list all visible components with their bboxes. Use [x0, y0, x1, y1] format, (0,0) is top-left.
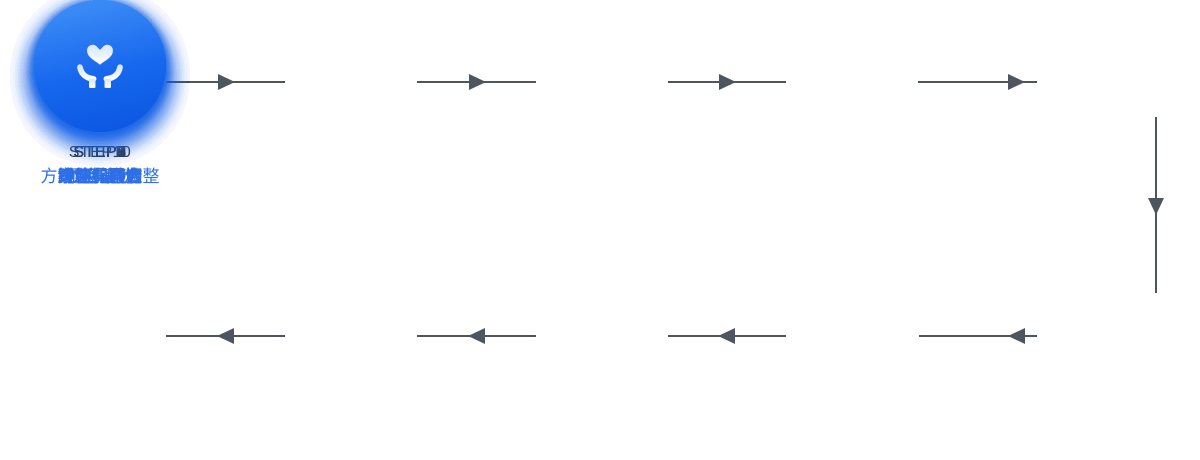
step-name-label: 竣工和验收	[57, 167, 143, 186]
arrow-left-step8-step9	[417, 328, 536, 344]
step-id-label: STEP7	[73, 144, 127, 161]
arrow-right-step3-step4	[668, 74, 786, 90]
step-id-label: STEP9	[73, 144, 127, 161]
step-id-label: STEP1	[73, 144, 127, 161]
arrow-down-step5-step6	[1148, 117, 1164, 293]
step-name-label: 实施和导入	[57, 167, 143, 186]
step-id-label: STEP5	[73, 144, 127, 161]
arrow-right-step1-step2	[166, 74, 285, 90]
arrow-right-step2-step3	[417, 74, 536, 90]
arrow-right-step4-step5	[918, 74, 1037, 90]
step-name-label: 设计提案会	[57, 167, 143, 186]
hands-heart-icon	[77, 44, 123, 88]
arrow-left-step6-step7	[919, 328, 1037, 344]
step-name-label: 跟踪和服务	[57, 167, 143, 186]
step-id-label: STEP6	[73, 144, 127, 161]
step-name-label: 策略提案会	[57, 167, 143, 186]
step-circle	[34, 0, 166, 132]
arrow-left-step9-step10	[166, 328, 285, 344]
step-id-label: STEP10	[68, 144, 132, 161]
step-name-label: 项目洽谈	[66, 167, 134, 186]
step-id-label: STEP4	[73, 144, 127, 161]
step-name-label: 方案细化与调整	[40, 167, 160, 186]
step-name-label: 访谈与调查	[57, 167, 143, 186]
step-name-label: 创意设计	[66, 167, 134, 186]
step-id-label: STEP2	[73, 144, 127, 161]
step-id-label: STEP8	[73, 144, 127, 161]
step-node-10: STEP10 跟踪和服务	[0, 0, 200, 188]
step-id-label: STEP3	[73, 144, 127, 161]
arrow-left-step7-step8	[668, 328, 786, 344]
step-name-label: 前期策划	[66, 167, 134, 186]
